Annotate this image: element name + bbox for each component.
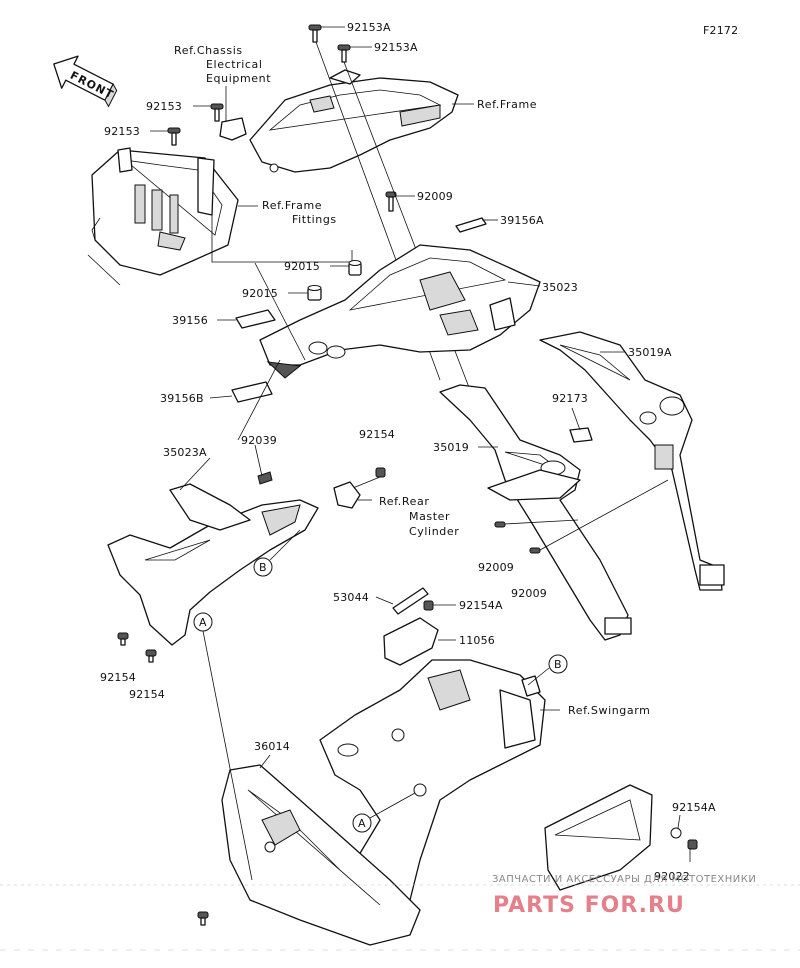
under-tray	[259, 244, 541, 379]
leader-lines	[150, 26, 691, 862]
screw-92153A-1	[308, 24, 322, 43]
label-92154A-2: 92154A	[672, 801, 716, 814]
ref-chassis-electrical: Ref.Chassis Electrical Equipment	[174, 44, 271, 96]
figure-code: F2172	[703, 24, 738, 37]
chassis-bracket	[87, 147, 239, 286]
label-92154-1: 92154	[359, 428, 395, 441]
fittings-ref-bracket-line	[211, 215, 353, 263]
svg-text:Electrical: Electrical	[206, 58, 263, 71]
svg-text:Equipment: Equipment	[206, 72, 271, 85]
label-11056: 11056	[459, 634, 495, 647]
label-92015-1: 92015	[284, 260, 320, 273]
watermark-logo: PARTS FOR.RU	[493, 893, 685, 918]
label-92153A-1: 92153A	[347, 21, 391, 34]
bolt-92009-3	[529, 479, 669, 554]
bolt-92009-1	[385, 191, 397, 212]
seat-cowl-frame	[249, 69, 459, 173]
svg-text:Ref.Chassis: Ref.Chassis	[174, 44, 243, 57]
pad-39156B	[231, 381, 273, 403]
label-39156B: 39156B	[160, 392, 204, 405]
bracket-clip	[219, 96, 247, 141]
bracket-11056	[383, 617, 439, 666]
mud-flap	[544, 784, 698, 891]
label-92173: 92173	[552, 392, 588, 405]
callout-b-lower: B	[527, 654, 568, 686]
label-92154-3: 92154	[129, 688, 165, 701]
label-92154A-1: 92154A	[459, 599, 503, 612]
fender-bracket	[539, 331, 725, 591]
bushing-92015-1	[348, 260, 362, 276]
label-35023: 35023	[542, 281, 578, 294]
label-92039: 92039	[241, 434, 277, 447]
label-92009-3: 92009	[511, 587, 547, 600]
ref-rear-master-cylinder: Ref.Rear Master Cylinder	[379, 495, 459, 538]
svg-text:B: B	[554, 658, 562, 671]
svg-text:B: B	[259, 561, 267, 574]
svg-text:Master: Master	[409, 510, 450, 523]
callout-a-lower: A	[352, 792, 416, 833]
label-92153-2: 92153	[104, 125, 140, 138]
svg-text:Ref.Frame: Ref.Frame	[262, 199, 322, 212]
rod-53044	[392, 587, 429, 615]
label-35023A: 35023A	[163, 446, 207, 459]
label-92154-2: 92154	[100, 671, 136, 684]
clip-92173	[569, 427, 593, 443]
master-cylinder-clamp	[333, 481, 361, 509]
pad-39156	[235, 309, 276, 329]
label-92009-2: 92009	[478, 561, 514, 574]
screw-92154-2	[117, 632, 129, 646]
ref-frame-fittings: Ref.Frame Fittings	[262, 199, 337, 226]
label-53044: 53044	[333, 591, 369, 604]
ref-frame: Ref.Frame	[477, 98, 537, 111]
mudguard	[107, 471, 319, 646]
screw-92153-2	[167, 127, 181, 146]
ref-swingarm: Ref.Swingarm	[568, 704, 650, 717]
rear-fender	[439, 384, 632, 641]
label-92153A-2: 92153A	[374, 41, 418, 54]
bolt-92154A-1	[423, 600, 434, 611]
label-92153-1: 92153	[146, 100, 182, 113]
callout-b-upper: B	[253, 529, 301, 577]
callout-a-upper: A	[193, 612, 253, 881]
front-arrow-icon: FRONT	[53, 55, 118, 108]
screw-92154-3	[145, 649, 157, 663]
label-92015-2: 92015	[242, 287, 278, 300]
screw-chain-cover	[197, 911, 209, 926]
svg-text:A: A	[358, 817, 366, 830]
label-35019: 35019	[433, 441, 469, 454]
label-92022: 92022	[654, 870, 690, 883]
pad-39156A	[455, 217, 487, 233]
bolt-92009-2	[494, 519, 579, 528]
watermark: ЗАПЧАСТИ И АКСЕССУАРЫ ДЛЯ МОТОТЕХНИКИ PA…	[0, 874, 800, 951]
label-39156: 39156	[172, 314, 208, 327]
svg-text:Cylinder: Cylinder	[409, 525, 459, 538]
screw-92153-1	[210, 103, 224, 122]
screw-92153A-2	[337, 44, 351, 63]
svg-text:Ref.Rear: Ref.Rear	[379, 495, 429, 508]
watermark-text: ЗАПЧАСТИ И АКСЕССУАРЫ ДЛЯ МОТОТЕХНИКИ	[492, 874, 756, 885]
chain-cover	[221, 764, 421, 946]
label-36014: 36014	[254, 740, 290, 753]
svg-text:A: A	[199, 616, 207, 629]
bushing-92015-2	[307, 285, 322, 301]
label-39156A: 39156A	[500, 214, 544, 227]
label-92009-1: 92009	[417, 190, 453, 203]
svg-text:Fittings: Fittings	[292, 213, 337, 226]
label-35019A: 35019A	[628, 346, 672, 359]
